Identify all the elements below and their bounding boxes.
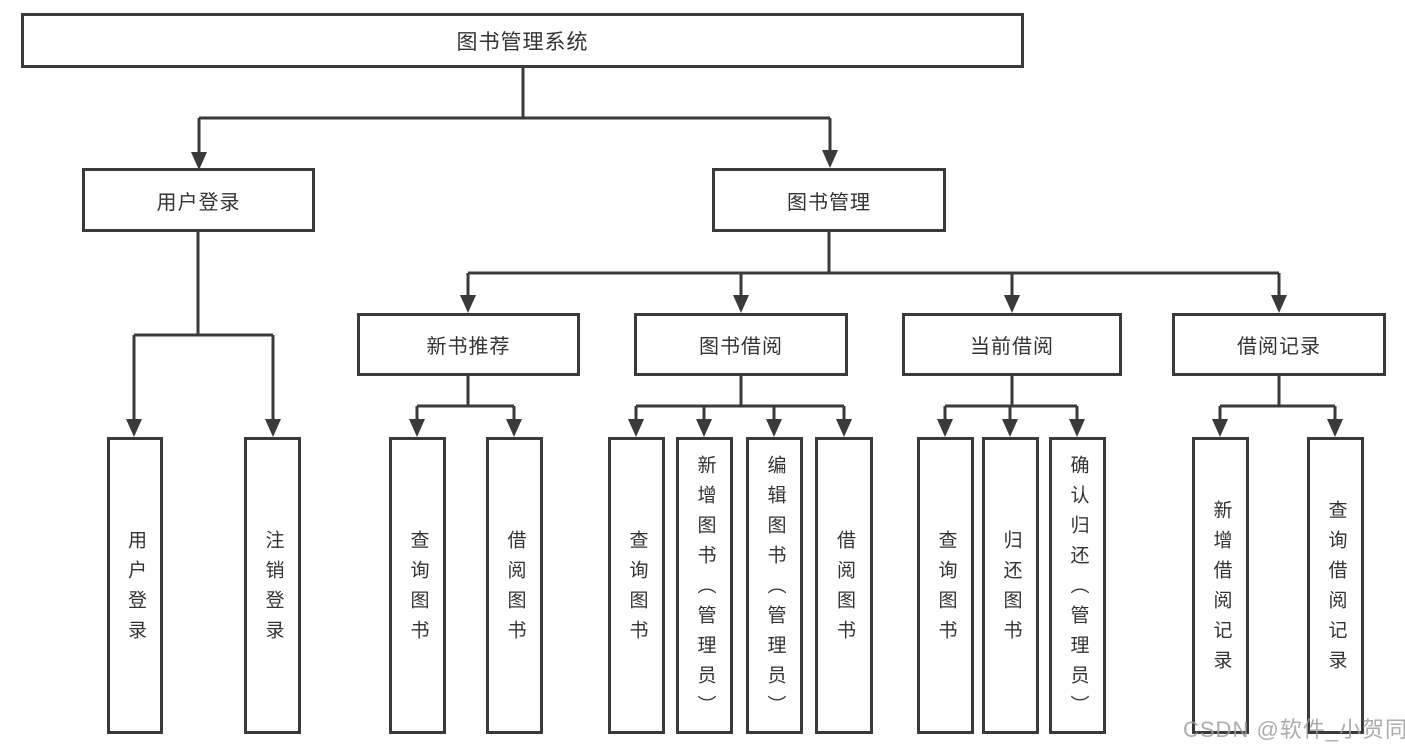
leaf-logout: 注销登录 (244, 437, 301, 734)
leaf-query-books-recommend: 查询图书 (389, 437, 446, 734)
watermark: CSDN @软件_小贺同学 (1183, 717, 1405, 742)
leaf-borrow-books: 借阅图书 (815, 437, 873, 734)
arrowhead-icon (126, 419, 142, 437)
connector-spines (132, 68, 1337, 421)
arrowhead-icon (937, 419, 953, 437)
arrowhead-icon (1327, 419, 1343, 437)
leaf-add-borrow-record: 新增借阅记录 (1192, 437, 1249, 734)
arrowhead-icon (191, 152, 207, 170)
arrowhead-icon (409, 419, 425, 437)
arrowheads (126, 150, 1343, 437)
leaf-query-borrow-record: 查询借阅记录 (1307, 437, 1364, 734)
arrowhead-icon (766, 419, 782, 437)
node-user-login: 用户登录 (82, 168, 315, 232)
leaf-borrow-books-recommend: 借阅图书 (486, 437, 543, 734)
node-borrow-records: 借阅记录 (1172, 313, 1386, 376)
arrowhead-icon (696, 419, 712, 437)
arrowhead-icon (1271, 295, 1287, 313)
leaf-user-login: 用户登录 (107, 437, 163, 734)
node-current-borrowing: 当前借阅 (902, 313, 1122, 376)
node-book-management: 图书管理 (712, 168, 946, 232)
node-book-borrowing: 图书借阅 (634, 313, 848, 376)
leaf-return-books: 归还图书 (982, 437, 1039, 734)
leaf-query-books-borrowing: 查询图书 (608, 437, 665, 734)
node-library-management-system: 图书管理系统 (21, 13, 1024, 68)
arrowhead-icon (733, 295, 749, 313)
arrowhead-icon (265, 419, 281, 437)
node-new-book-recommend: 新书推荐 (357, 313, 580, 376)
leaf-confirm-return-admin: 确认归还（管理员） (1049, 437, 1106, 734)
arrowhead-icon (836, 419, 852, 437)
leaf-add-book-admin: 新增图书（管理员） (676, 437, 733, 734)
arrowhead-icon (1002, 419, 1018, 437)
arrowhead-icon (1212, 419, 1228, 437)
arrowhead-icon (1004, 295, 1020, 313)
leaf-query-books-current: 查询图书 (917, 437, 974, 734)
arrowhead-icon (1069, 419, 1085, 437)
arrowhead-icon (822, 150, 838, 168)
leaf-edit-book-admin: 编辑图书（管理员） (746, 437, 803, 734)
arrowhead-icon (460, 295, 476, 313)
arrowhead-icon (506, 419, 522, 437)
arrowhead-icon (628, 419, 644, 437)
